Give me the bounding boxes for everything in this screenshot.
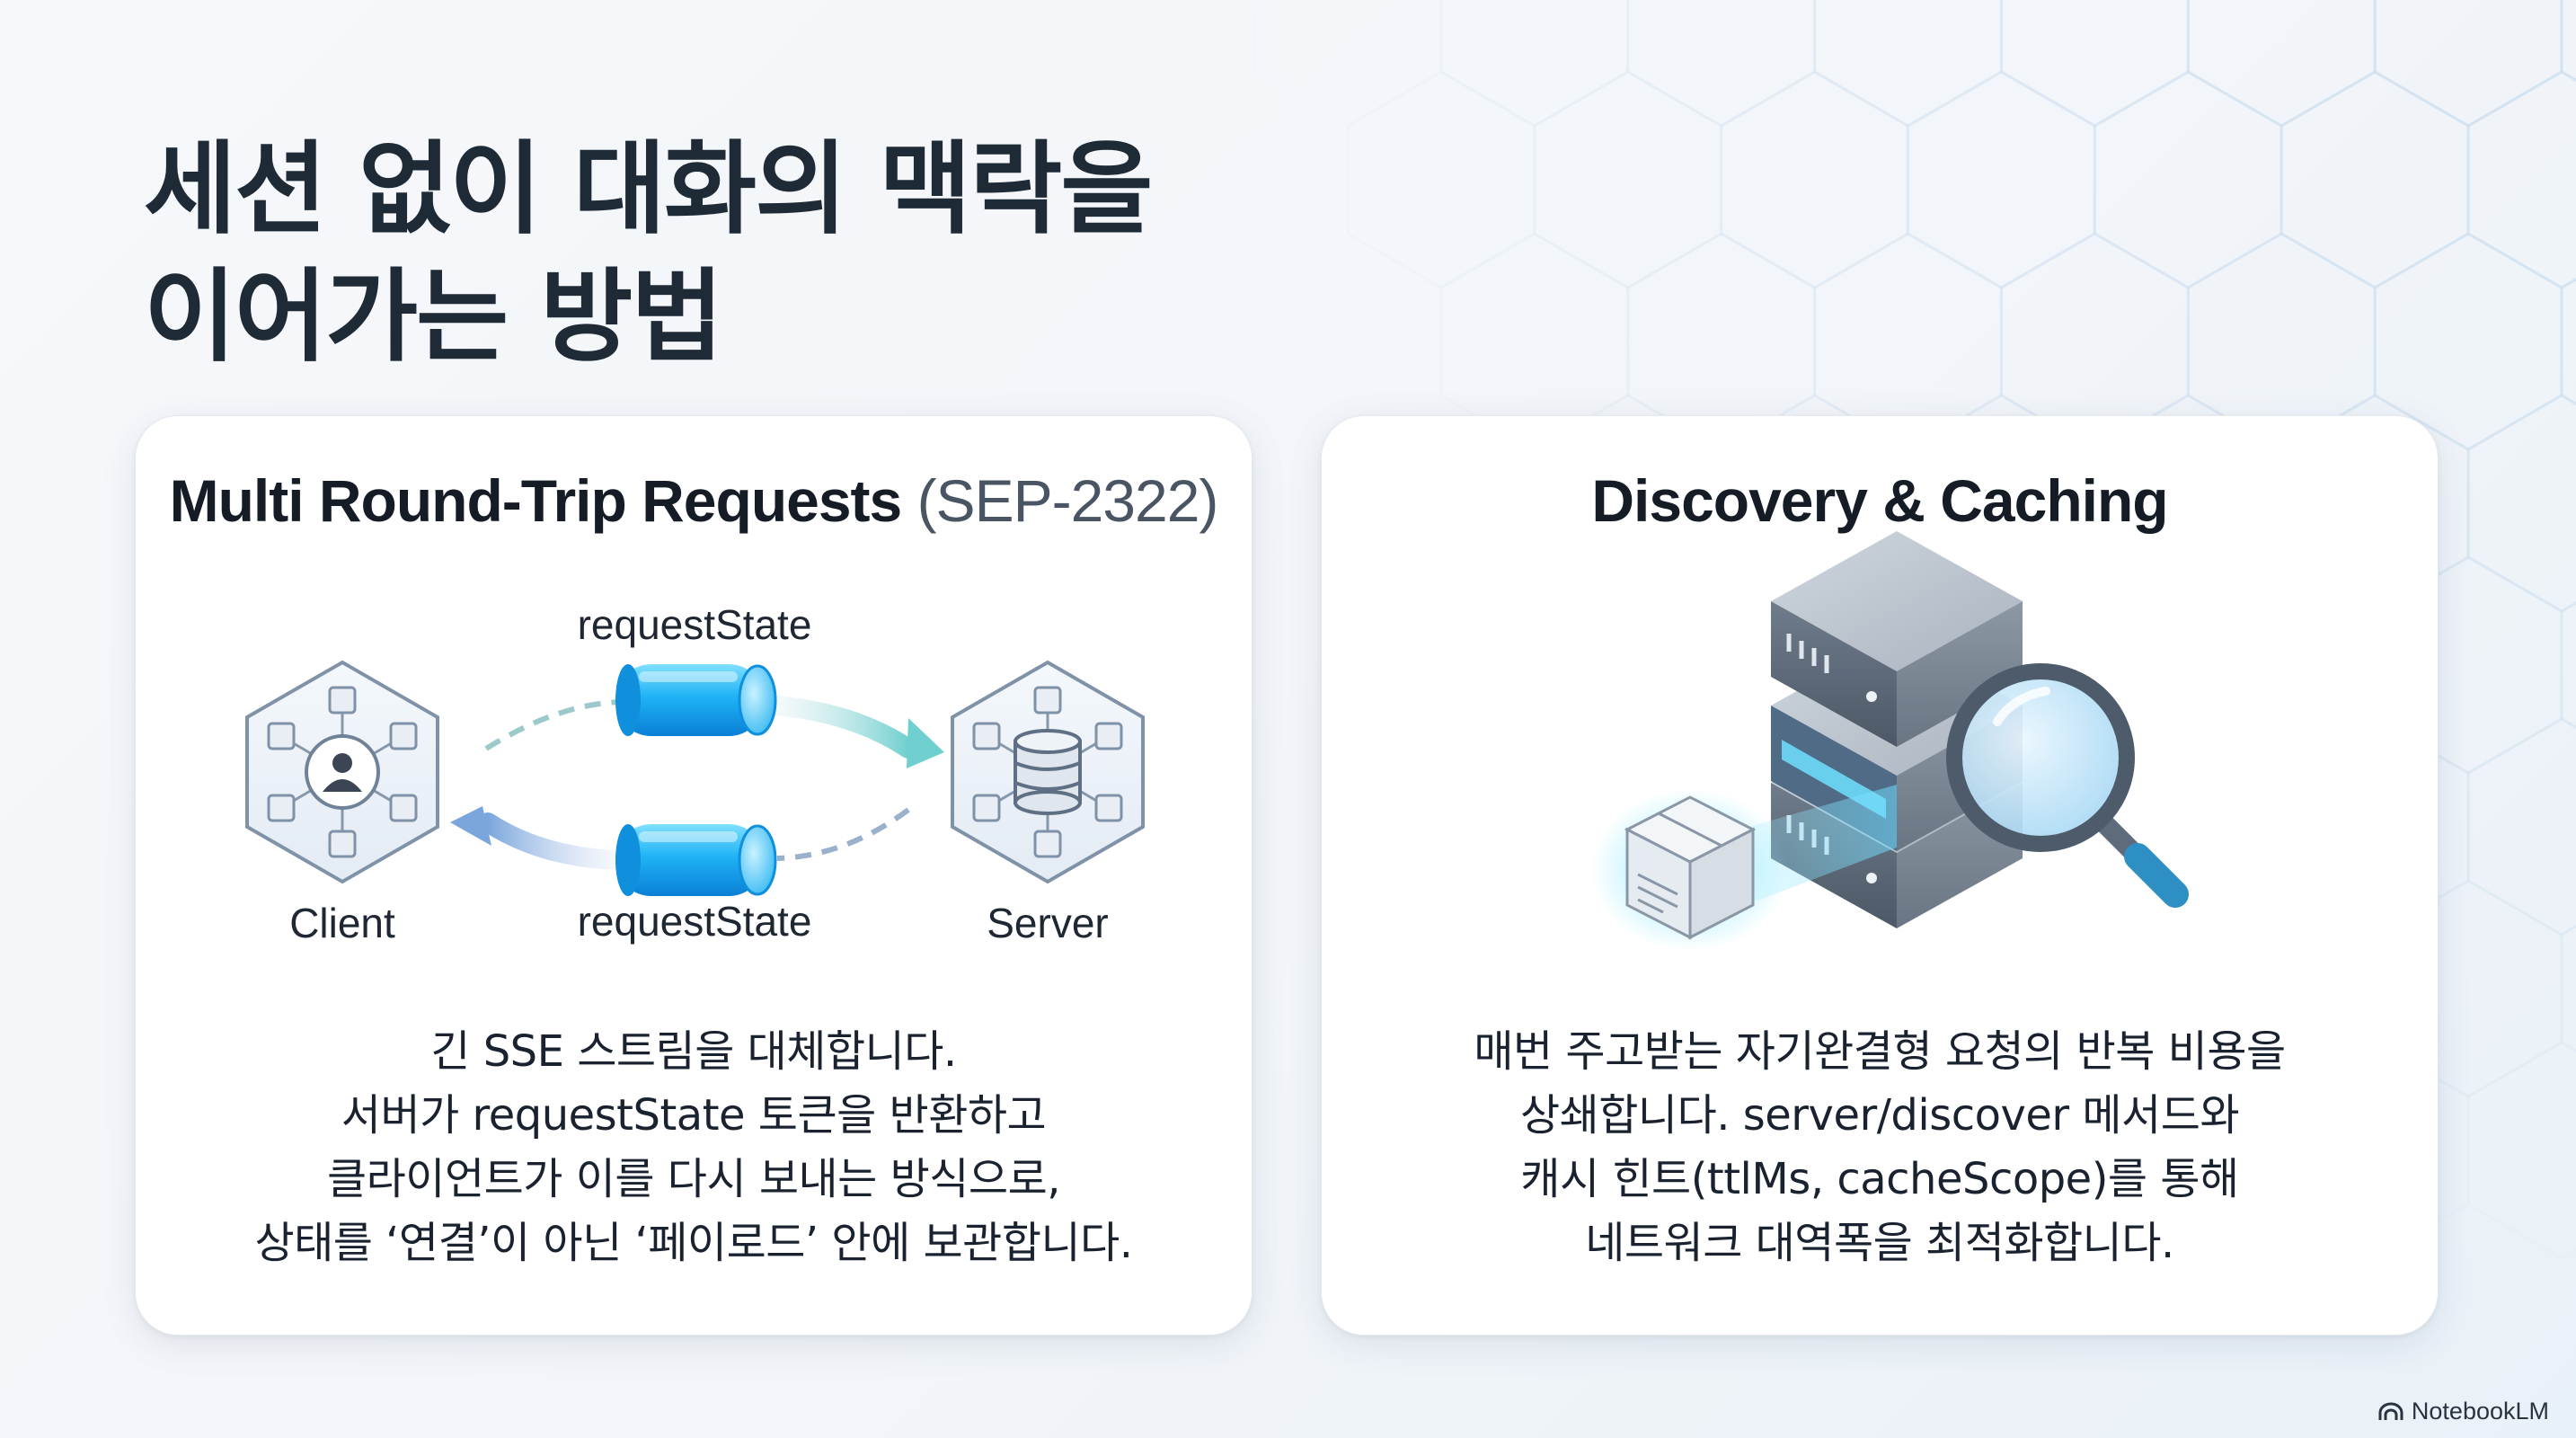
description-line-3: 캐시 힌트(ttlMs, cacheScope)를 통해 [1520, 1154, 2239, 1204]
background-hexagon [1254, 0, 1441, 126]
brand-label: NotebookLM [2411, 1398, 2549, 1425]
description-line-2: 서버가 requestState 토큰을 반환하고 [341, 1090, 1047, 1141]
discovery-caching-card-title: Discovery & Caching [1591, 467, 2168, 534]
description-line-4: 상태를 ‘연결’이 아닌 ‘페이로드’ 안에 보관합니다. [254, 1218, 1133, 1268]
card-title-main: Multi Round-Trip Requests [169, 467, 903, 534]
bottom-token-label: requestState [578, 898, 812, 945]
discovery-caching-description: 매번 주고받는 자기완결형 요청의 반복 비용을 상쇄합니다. server/d… [1349, 1020, 2411, 1275]
background-hexagon [1626, 0, 1817, 128]
client-node [245, 660, 439, 884]
magnifier-icon [1946, 663, 2189, 908]
card-title-suffix: (SEP-2322) [916, 467, 1219, 534]
round-trip-diagram: Client Server requestState [245, 601, 1145, 946]
description-line-1: 긴 SSE 스트림을 대체합니다. [430, 1026, 957, 1077]
server-node [951, 660, 1145, 884]
background-hexagon [1720, 70, 1909, 289]
page-title-line-2: 이어가는 방법 [144, 259, 723, 376]
background-hexagon [2279, 70, 2470, 289]
background-hexagon [2373, 0, 2563, 128]
background-hexagon [1813, 0, 2003, 128]
background-hexagon [2466, 1041, 2576, 1260]
background-hexagon [1439, 0, 1630, 128]
discovery-caching-card: Discovery & Caching [1321, 415, 2439, 1336]
client-label: Client [289, 900, 395, 946]
user-network-icon [323, 753, 362, 792]
bottom-request-state-token [615, 824, 777, 896]
multi-round-trip-card: Multi Round-Trip Requests (SEP-2322) [135, 415, 1253, 1336]
background-hexagon [2560, 278, 2576, 405]
background-hexagon [2466, 394, 2576, 613]
background-hexagon [1533, 70, 1723, 289]
background-hexagon [2466, 717, 2576, 936]
background-hexagon [2000, 0, 2190, 128]
top-request-state-token [615, 664, 777, 736]
background-hexagon [2466, 70, 2576, 289]
description-line-3: 클라이언트가 이를 다시 보내는 방식으로, [326, 1154, 1061, 1204]
description-line-1: 매번 주고받는 자기완결형 요청의 반복 비용을 [1474, 1026, 2286, 1077]
multi-round-trip-description: 긴 SSE 스트림을 대체합니다. 서버가 requestState 토큰을 반… [163, 1020, 1225, 1275]
background-hexagon [2560, 0, 2576, 82]
background-hexagon [2373, 232, 2563, 451]
notebooklm-brand: NotebookLM [2377, 1398, 2549, 1425]
top-flow-arrow [484, 696, 944, 768]
notebooklm-logo-icon [2378, 1402, 2403, 1420]
package-box-icon [1624, 795, 1757, 940]
database-network-icon [1014, 729, 1082, 815]
background-hexagon [2186, 0, 2377, 128]
server-label: Server [987, 900, 1108, 946]
page-title-line-1: 세션 없이 대화의 맥락을 [144, 131, 1153, 248]
multi-round-trip-card-title: Multi Round-Trip Requests (SEP-2322) [136, 466, 1252, 535]
top-token-label: requestState [578, 601, 812, 648]
description-line-4: 네트워크 대역폭을 최적화합니다. [1585, 1218, 2174, 1268]
bottom-flow-arrow [450, 806, 910, 870]
background-hexagon [2560, 925, 2576, 1052]
background-hexagon [2560, 601, 2576, 729]
background-hexagon [2093, 70, 2283, 289]
background-hexagon [1907, 70, 2096, 289]
page-title: 세션 없이 대화의 맥락을 이어가는 방법 [144, 126, 1153, 381]
background-hexagon [1346, 70, 1536, 289]
description-line-2: 상쇄합니다. server/discover 메서드와 [1519, 1090, 2240, 1141]
discovery-caching-illustration [1591, 531, 2189, 951]
